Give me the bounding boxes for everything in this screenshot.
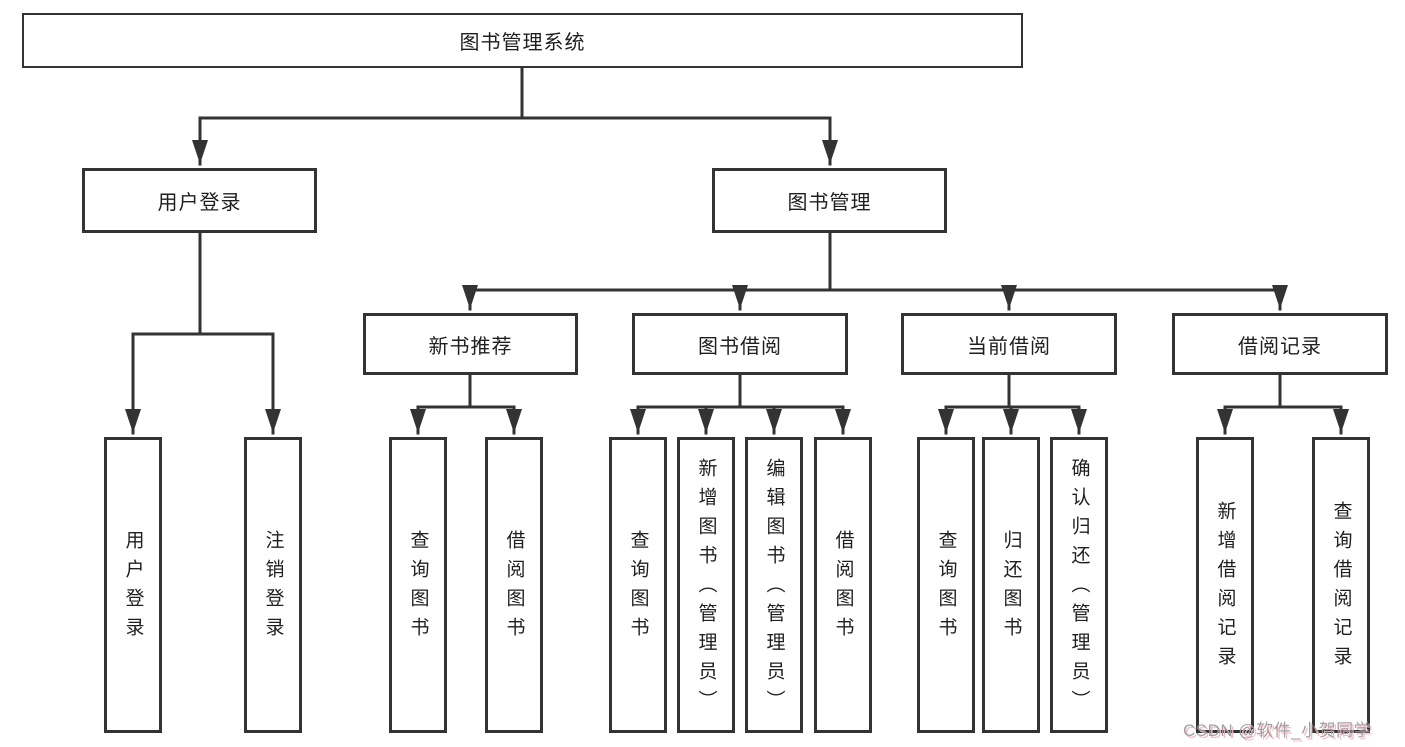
leaf-borrow-query-books: 查询图书: [609, 437, 667, 733]
connector-recommend-branch: [416, 373, 516, 409]
leaf-current-query-books: 查询图书: [917, 437, 975, 733]
csdn-watermark: CSDN @软件_小贺同学: [1183, 721, 1372, 740]
node-user-login: 用户登录: [82, 168, 317, 233]
leaf-edit-books-admin: 编辑图书（管理员）: [745, 437, 803, 733]
leaf-recommend-query-books: 查询图书: [389, 437, 447, 733]
leaf-logout: 注销登录: [244, 437, 302, 733]
node-book-management: 图书管理: [712, 168, 947, 233]
leaf-query-borrow-record: 查询借阅记录: [1312, 437, 1370, 733]
leaf-user-login: 用户登录: [104, 437, 162, 733]
connector-login-branch: [131, 231, 275, 336]
node-borrow-records: 借阅记录: [1172, 313, 1388, 375]
leaf-add-borrow-record: 新增借阅记录: [1196, 437, 1254, 733]
connector-current-branch: [944, 373, 1081, 409]
leaf-borrow-books: 借阅图书: [814, 437, 872, 733]
leaf-recommend-borrow-books: 借阅图书: [485, 437, 543, 733]
leaf-add-books-admin: 新增图书（管理员）: [677, 437, 735, 733]
node-current-borrow: 当前借阅: [901, 313, 1117, 375]
node-new-book-recommend: 新书推荐: [363, 313, 578, 375]
connector-records-branch: [1223, 373, 1343, 409]
connector-mgmt-branch: [468, 231, 1282, 292]
leaf-return-books: 归还图书: [982, 437, 1040, 733]
node-book-borrow: 图书借阅: [632, 313, 848, 375]
connector-borrow-branch: [636, 373, 845, 409]
connector-root-branch: [198, 66, 832, 120]
node-system-root: 图书管理系统: [22, 13, 1023, 68]
leaf-confirm-return-admin: 确认归还（管理员）: [1050, 437, 1108, 733]
